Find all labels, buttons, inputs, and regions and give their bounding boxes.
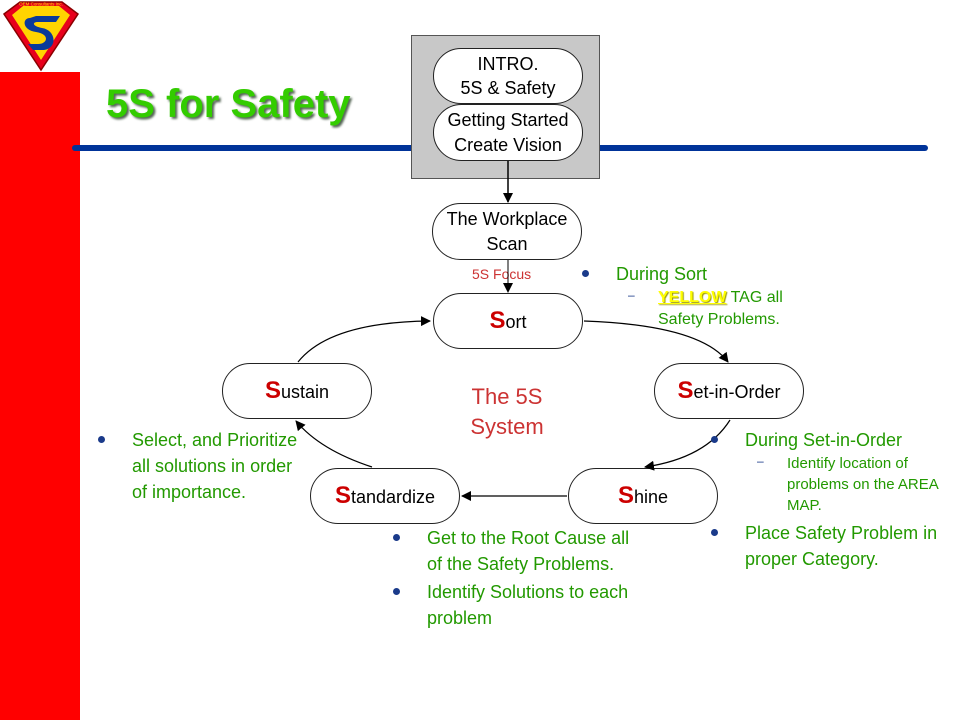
intro-pill: INTRO. 5S & Safety [433, 48, 583, 104]
arrow-sustain-to-sort [297, 316, 431, 363]
sustain-pill: Sustain [222, 363, 372, 419]
arrow-set-to-shine [644, 419, 731, 471]
set-in-order-notes: During Set-in-Order Identify location of… [709, 427, 954, 572]
sustain-rest: ustain [280, 381, 330, 402]
sustain-note-bullet1: Select, and Prioritize all solutions in … [96, 427, 306, 505]
standardize-pill: Standardize [310, 468, 460, 524]
focus-label: 5S Focus [472, 266, 532, 282]
shine-note-bullet1: Get to the Root Cause all of the Safety … [391, 525, 631, 577]
sustain-notes: Select, and Prioritize all solutions in … [96, 427, 306, 505]
set-in-order-cap: S [677, 376, 694, 404]
set-in-order-pill: Set-in-Order [654, 363, 804, 419]
shine-notes: Get to the Root Cause all of the Safety … [391, 525, 631, 631]
set-note-bullet1: During Set-in-Order [709, 427, 954, 453]
center-title-line2: System [470, 413, 544, 439]
sort-note-sub: YELLOW TAG all Safety Problems. [580, 287, 820, 332]
center-title-line1: The 5S [471, 384, 543, 409]
sort-note-sub-rest: TAG all Safety Problems. [658, 289, 783, 329]
shine-note-bullet2: Identify Solutions to each problem [391, 579, 631, 631]
logo-text: OEM Consultants Inc. [19, 2, 63, 7]
shine-pill: Shine [568, 468, 718, 524]
shine-rest: hine [633, 486, 669, 507]
sort-rest: ort [505, 311, 527, 332]
set-in-order-rest: et-in-Order [693, 381, 781, 402]
sort-cap: S [489, 306, 506, 334]
arrow-standardize-to-sustain [295, 420, 373, 468]
getting-started-line1: Getting Started [447, 110, 569, 131]
shine-cap: S [617, 481, 634, 509]
center-title: The 5S System [446, 382, 568, 441]
getting-started-line2: Create Vision [454, 134, 562, 155]
intro-line2: 5S & Safety [460, 78, 556, 98]
workplace-scan-line2: Scan [486, 233, 528, 254]
yellow-tag-word: YELLOW [658, 289, 727, 307]
intro-line1: INTRO. [477, 53, 539, 74]
sustain-cap: S [264, 376, 281, 404]
superman-logo-icon: OEM Consultants Inc. [0, 0, 82, 72]
workplace-scan-line1: The Workplace [446, 209, 568, 230]
set-note-sub1: Identify location of problems on the ARE… [709, 453, 954, 516]
sort-note-bullet: During Sort [580, 261, 820, 287]
page-title: 5S for Safety [106, 82, 351, 126]
standardize-rest: tandardize [350, 486, 436, 507]
standardize-cap: S [334, 481, 351, 509]
sort-pill: Sort [433, 293, 583, 349]
sort-notes: During Sort YELLOW TAG all Safety Proble… [580, 261, 820, 332]
set-note-bullet2: Place Safety Problem in proper Category. [709, 520, 954, 572]
red-side-bar [0, 72, 80, 720]
